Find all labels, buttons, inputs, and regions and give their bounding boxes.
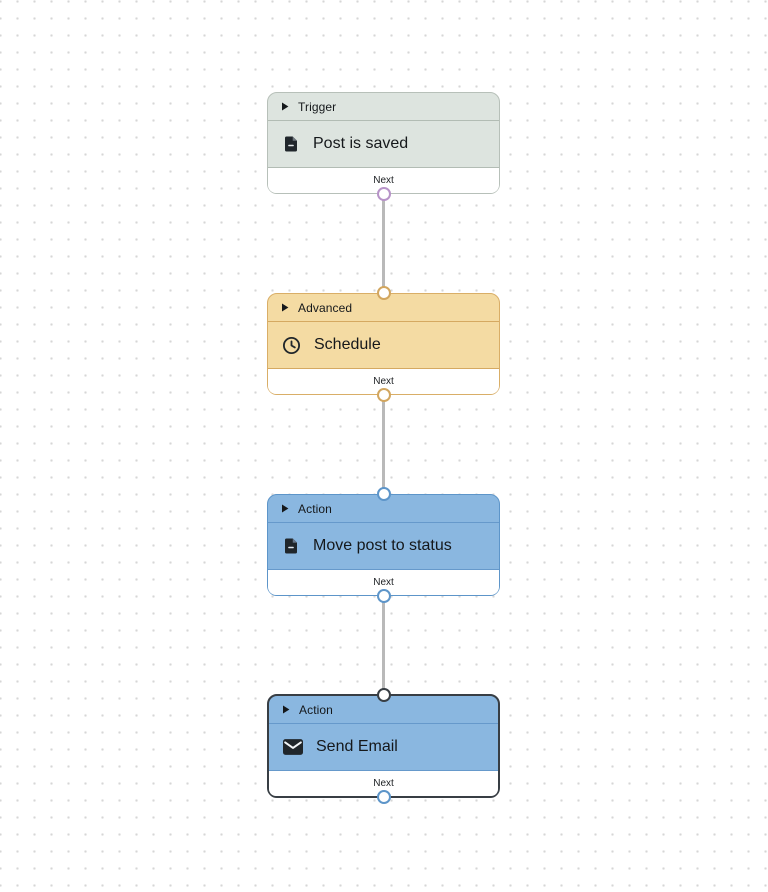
node-body[interactable]: Send Email	[269, 724, 498, 771]
next-handle-label: Next	[373, 577, 394, 588]
input-port[interactable]	[376, 688, 391, 702]
node-category-label: Advanced	[298, 300, 353, 315]
node-title: Post is saved	[313, 135, 409, 152]
input-port[interactable]	[376, 286, 391, 300]
envelope-icon	[283, 739, 303, 755]
document-icon	[282, 135, 300, 153]
edge-connector	[382, 597, 385, 695]
edge-connector	[382, 396, 385, 494]
node-body[interactable]: Post is saved	[268, 121, 499, 168]
node-header[interactable]: Action	[268, 495, 499, 523]
edge-connector	[382, 195, 385, 293]
node-title: Send Email	[316, 738, 398, 755]
next-handle-label: Next	[373, 175, 394, 186]
document-icon	[282, 537, 300, 555]
node-body[interactable]: Schedule	[268, 322, 499, 369]
node-title: Move post to status	[313, 537, 452, 554]
node-trigger-post-is-saved[interactable]: Trigger Post is saved Next	[267, 92, 500, 201]
collapse-icon[interactable]	[281, 504, 289, 513]
input-port[interactable]	[376, 487, 391, 501]
node-action-move-post-to-status[interactable]: Action Move post to status Next	[267, 487, 500, 603]
node-header[interactable]: Action	[269, 696, 498, 724]
node-advanced-schedule[interactable]: Advanced Schedule Next	[267, 286, 500, 402]
node-category-label: Action	[298, 501, 332, 516]
node-body[interactable]: Move post to status	[268, 523, 499, 570]
node-category-label: Trigger	[298, 99, 337, 114]
output-port[interactable]	[376, 388, 391, 402]
collapse-icon[interactable]	[282, 705, 290, 714]
node-header[interactable]: Trigger	[268, 93, 499, 121]
collapse-icon[interactable]	[281, 303, 289, 312]
node-header[interactable]: Advanced	[268, 294, 499, 322]
clock-icon	[282, 336, 301, 355]
node-title: Schedule	[314, 336, 381, 353]
node-category-label: Action	[299, 702, 333, 717]
collapse-icon[interactable]	[281, 102, 289, 111]
node-action-send-email[interactable]: Action Send Email Next	[267, 688, 500, 804]
output-port[interactable]	[376, 589, 391, 603]
output-port[interactable]	[376, 790, 391, 804]
next-handle-label: Next	[373, 778, 394, 789]
output-port[interactable]	[376, 187, 391, 201]
next-handle-label: Next	[373, 376, 394, 387]
